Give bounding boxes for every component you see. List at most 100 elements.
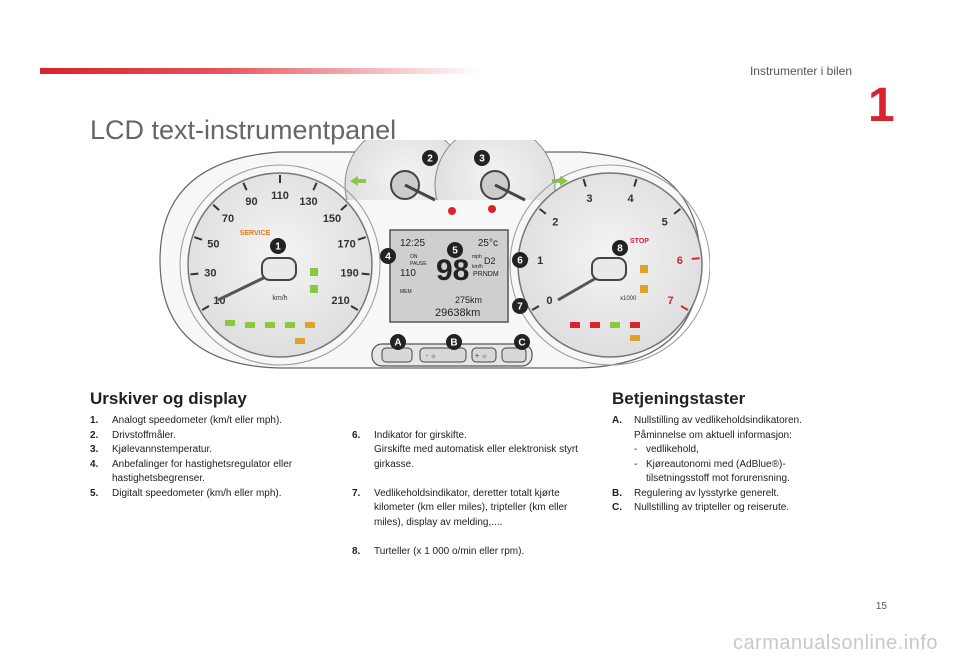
callout-marker [474, 150, 490, 166]
section-label: Instrumenter i bilen [749, 64, 852, 78]
list-item: C.Nullstilling av tripteller og reiserut… [612, 502, 790, 513]
tick-label: 6 [677, 255, 683, 267]
tick-mark [190, 272, 199, 276]
list-item: 1.Analogt speedometer (km/t eller mph). [90, 415, 283, 426]
btn-plus-label: + ☼ [475, 353, 487, 360]
lcd-mem: MEM [400, 289, 412, 295]
callout-label: 5 [452, 246, 458, 257]
tick-label: 3 [586, 193, 592, 205]
tick-mark [361, 272, 370, 276]
lcd-mph: mph [472, 254, 482, 260]
tick-label: 130 [299, 196, 317, 208]
lcd-pause: PAUSE [410, 261, 427, 267]
list-item: B.Regulering av lysstyrke generelt. [612, 487, 780, 499]
tick-label: 4 [628, 193, 635, 205]
callout-label: 7 [517, 302, 523, 313]
lcd-gears: PRNDM [473, 271, 499, 278]
lcd-odometer: 29638km [435, 307, 480, 319]
tick-mark [312, 182, 318, 191]
lcd-speed: 98 [436, 254, 469, 287]
dials-list-cont: 6.Indikator for girskifte. Girskifte med… [352, 414, 592, 574]
tick-mark [633, 178, 638, 187]
chapter-number: 1 [868, 79, 895, 132]
callout-label: 8 [617, 244, 623, 255]
tick-label: 0 [546, 295, 552, 307]
callout-marker [512, 252, 528, 268]
tick-mark [194, 236, 203, 241]
tachometer-needle [557, 257, 627, 302]
tick-label: 1 [537, 255, 543, 267]
list-item: 5.Digitalt speedometer (km/h eller mph). [90, 487, 282, 499]
callout-label: 6 [517, 256, 523, 267]
callout-label: A [394, 338, 401, 349]
tick-label: 2 [552, 216, 558, 228]
callout-marker [612, 240, 628, 256]
lcd-trip: 275km [455, 295, 482, 305]
speedometer-needle [217, 257, 297, 302]
sub-item: vedlikehold, [634, 443, 842, 458]
service-label: SERVICE [240, 230, 271, 237]
callout-label: 1 [275, 242, 281, 253]
tick-label: 110 [271, 190, 289, 202]
tick-mark [201, 305, 210, 311]
warning-lamps-speedo [225, 268, 318, 344]
button-a[interactable] [381, 347, 413, 363]
callout-label: 3 [479, 154, 485, 165]
tick-label: 170 [337, 238, 355, 250]
heading-dials: Urskiver og display [90, 389, 247, 408]
tacho-unit: x1000 [620, 296, 637, 302]
callout-marker [422, 150, 438, 166]
tick-label: 50 [207, 238, 219, 250]
tick-mark [691, 257, 700, 260]
list-item: 2.Drivstoffmåler. [90, 429, 176, 441]
callout-marker [447, 242, 463, 258]
tick-mark [538, 208, 547, 215]
callout-marker [270, 238, 286, 254]
callout-marker [380, 248, 396, 264]
list-item: 4.Anbefalinger for hastighetsregulator e… [90, 458, 293, 485]
callout-marker [514, 334, 530, 350]
callout-label: C [518, 338, 525, 349]
tick-mark [350, 305, 359, 311]
callout-markers: 1 2 3 4 5 6 7 8A B C [270, 150, 628, 350]
tick-mark [357, 236, 366, 241]
lcd-on: ON [410, 254, 418, 260]
callout-label: B [450, 338, 457, 349]
list-item: A.Nullstilling av vedlikehold­sindikator… [612, 414, 842, 487]
warning-lamps-tacho [570, 265, 648, 341]
tick-label: 210 [331, 295, 349, 307]
tick-mark [582, 178, 587, 187]
temp-needle-hub [480, 170, 526, 202]
list-item: 6.Indikator for girskifte. Girskifte med… [352, 429, 578, 470]
tick-mark [531, 305, 540, 311]
page-number: 15 [875, 601, 887, 612]
tick-mark [212, 204, 220, 211]
tick-label: 7 [668, 295, 674, 307]
page-title: LCD text-instrumentpanel [90, 115, 397, 146]
tick-label: 190 [340, 267, 358, 279]
lcd-gear: D2 [484, 256, 496, 266]
callout-marker [390, 334, 406, 350]
sub-item: Kjøreautonomi med (AdBlue®)-tilsetningss… [634, 458, 842, 487]
arrow-right-icon [552, 176, 568, 186]
heading-controls: Betjeningstaster [612, 389, 746, 408]
tick-mark [242, 182, 248, 191]
tick-label: 5 [662, 216, 668, 228]
header-accent-bar [40, 68, 480, 74]
callout-label: 2 [427, 154, 433, 165]
button-c[interactable] [501, 347, 527, 363]
callout-marker [512, 298, 528, 314]
tick-label: 70 [222, 213, 234, 225]
tick-label: 90 [245, 196, 257, 208]
tick-label: 150 [323, 213, 341, 225]
lcd-temp: 25°c [478, 238, 498, 249]
button-b[interactable] [419, 347, 467, 363]
lcd-kmh: km/h [472, 264, 483, 270]
callout-label: 4 [385, 252, 391, 263]
list-item: 3.Kjølevannstemperatur. [90, 444, 213, 455]
callout-marker [446, 334, 462, 350]
list-item: 7.Vedlikeholdsindikator, deretter totalt… [352, 487, 568, 528]
tick-mark [680, 305, 689, 311]
button-b-plus[interactable] [471, 347, 497, 363]
